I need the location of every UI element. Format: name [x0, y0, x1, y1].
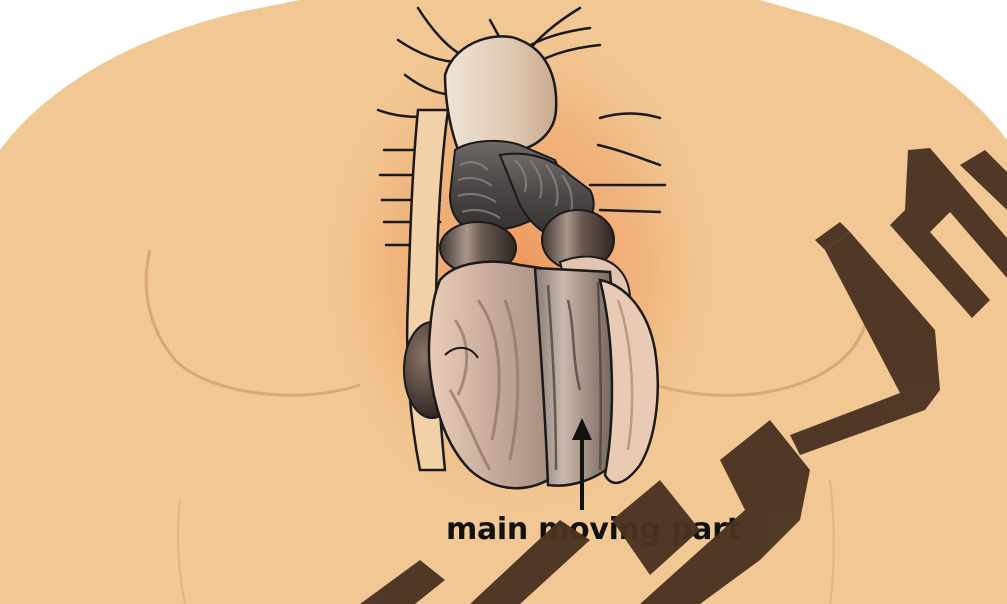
main-moving-part-label: main moving part	[446, 512, 741, 547]
aorta	[445, 36, 556, 155]
